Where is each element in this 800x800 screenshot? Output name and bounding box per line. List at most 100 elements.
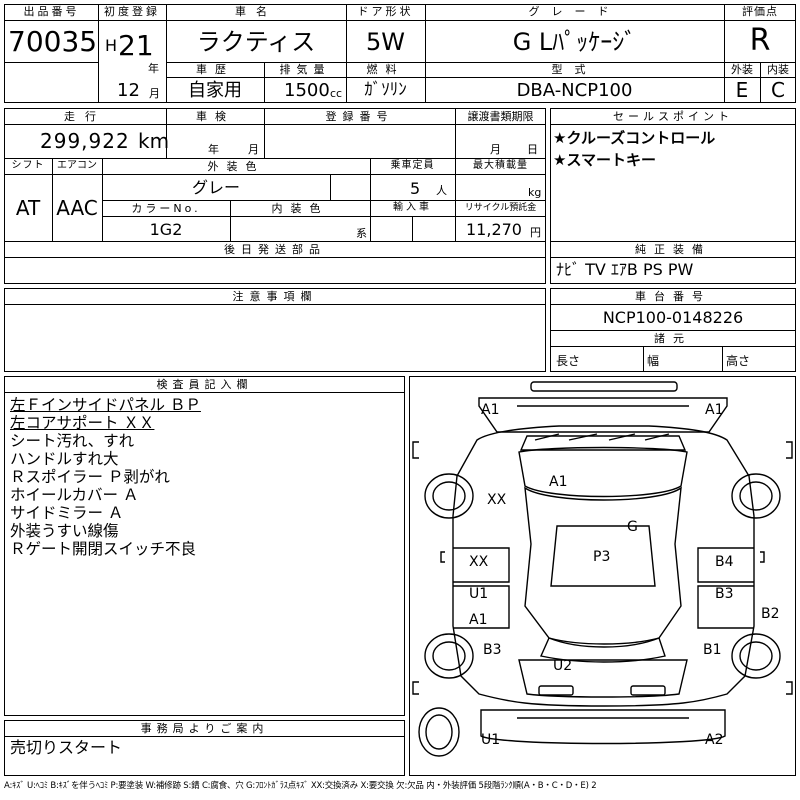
damage-mark: B4: [715, 554, 734, 570]
registration-month: 12: [117, 80, 140, 101]
inspector-note-line: Ｒスポイラー Ｐ剥がれ: [10, 468, 170, 486]
car-diagram: A1 A1 A1 XX G XX P3 B4 U1 B3 A1 B2 B3 B1…: [412, 381, 793, 757]
import-label: 輸入車: [393, 202, 432, 213]
ac-label: エアコン: [57, 160, 97, 171]
year-unit: 年: [148, 62, 159, 75]
specifications-label: 諸元: [654, 332, 692, 345]
month-unit: 月: [149, 87, 160, 100]
inspection-label: 車検: [196, 110, 234, 123]
header-section: [4, 4, 796, 103]
interior-grade: C: [771, 78, 785, 102]
score: R: [749, 23, 771, 58]
damage-mark: U2: [553, 658, 572, 674]
inspector-note-line: 左コアサポート ＸＸ: [10, 414, 155, 432]
registration-number-label: 登録番号: [325, 110, 394, 123]
damage-mark: A1: [549, 474, 567, 490]
damage-mark: A1: [469, 612, 487, 628]
mileage: 299,922: [40, 129, 130, 153]
shift-label: シフト: [11, 160, 45, 171]
sales-point-item: ★スマートキー: [553, 151, 656, 169]
damage-mark: U1: [481, 732, 500, 748]
inspection-month: 月: [248, 143, 259, 156]
color-number: 1G2: [149, 220, 183, 239]
transfer-day: 日: [527, 143, 538, 156]
exterior-grade: E: [735, 78, 749, 102]
recycle-deposit-unit: 円: [530, 226, 541, 239]
grade: G Lﾊﾟｯｹｰｼﾞ: [512, 28, 637, 56]
inspector-note-line: ホイールカバー Ａ: [10, 486, 139, 504]
history-label: 車歴: [196, 63, 234, 76]
damage-mark: XX: [487, 492, 507, 508]
inspector-notes: 左Ｆインサイドパネル ＢＰ 左コアサポート ＸＸ シート汚れ、すれ ハンドルすれ…: [10, 396, 201, 558]
damage-mark: B2: [761, 606, 780, 622]
inspector-note-line: ハンドルすれ大: [10, 450, 119, 468]
mileage-label: 走行: [64, 110, 106, 123]
office-notice-label: 事務局よりご案内: [140, 722, 269, 735]
details-section: [4, 108, 546, 284]
inspector-section: [4, 376, 405, 716]
fuel-label: 燃料: [366, 63, 405, 76]
office-section: [4, 720, 405, 776]
inspector-note-line: サイドミラー Ａ: [10, 504, 124, 522]
sales-points-section: [550, 108, 796, 284]
chassis-number: NCP100-0148226: [602, 308, 744, 327]
max-load-label: 最大積載量: [473, 160, 528, 171]
inspector-note-line: シート汚れ、すれ: [10, 432, 135, 450]
first-registration-label: 初度登録: [104, 5, 160, 18]
inspector-note-line: 外装うすい線傷: [10, 522, 119, 540]
office-notice: 売切りスタート: [10, 738, 123, 757]
exterior-color: グレー: [191, 178, 240, 197]
door-type: 5W: [366, 28, 405, 56]
car-name-label: 車名: [235, 5, 277, 18]
grade-label: グレード: [528, 5, 621, 18]
width-label: 幅: [647, 354, 660, 368]
legend: A:ｷｽﾞ U:ﾍｺﾐ B:ｷｽﾞを伴うﾍｺﾐ P:要塗装 W:補修跡 S:錆 …: [4, 781, 597, 791]
sales-points-label: セールスポイント: [613, 110, 733, 123]
damage-mark: A2: [705, 732, 723, 748]
damage-mark: U1: [469, 586, 488, 602]
shift: AT: [15, 196, 41, 220]
recycle-deposit-label: リサイクル預託金: [464, 203, 537, 213]
registration-year: 21: [118, 29, 154, 62]
damage-mark: XX: [469, 554, 489, 570]
damage-mark: B3: [715, 586, 734, 602]
damage-mark: A1: [481, 402, 499, 418]
era: H: [105, 36, 118, 55]
max-load-unit: kg: [528, 186, 542, 199]
lot-number: 70035: [8, 25, 98, 58]
color-number-label: カラーNo.: [131, 202, 201, 215]
genuine-equipment: ﾅﾋﾞ TV ｴｱB PS PW: [556, 260, 694, 279]
chassis-number-label: 車台番号: [635, 290, 711, 303]
damage-mark: A1: [705, 402, 723, 418]
mileage-unit: km: [138, 129, 170, 153]
damage-mark: B3: [483, 642, 502, 658]
car-diagram-section: [409, 376, 796, 776]
inspector-notes-label: 検査員記入欄: [156, 378, 253, 391]
displacement-unit: cc: [330, 87, 343, 100]
later-parts-label: 後日発送部品: [224, 243, 326, 256]
interior-color-label: 内装色: [271, 202, 329, 215]
height-label: 高さ: [726, 354, 751, 368]
capacity: 5: [410, 179, 421, 198]
exterior-color-label: 外装色: [207, 160, 265, 173]
model-code: DBA-NCP100: [516, 80, 633, 101]
ac: AAC: [56, 196, 98, 220]
notes-section: [4, 288, 546, 372]
capacity-unit: 人: [436, 184, 447, 197]
door-type-label: ドア形状: [357, 5, 414, 18]
history: 自家用: [188, 80, 242, 101]
inspector-note-line: 左Ｆインサイドパネル ＢＰ: [10, 396, 201, 414]
damage-mark: G: [627, 519, 638, 535]
lot-number-label: 出品番号: [23, 5, 80, 18]
transfer-deadline-label: 譲渡書類期限: [467, 110, 534, 123]
model-code-label: 型式: [551, 63, 598, 76]
fuel: ｶﾞｿﾘﾝ: [364, 80, 407, 100]
notes-label: 注意事項欄: [232, 290, 318, 303]
genuine-equipment-label: 純正装備: [635, 243, 711, 256]
damage-mark: P3: [593, 549, 610, 565]
interior-color-unit: 系: [356, 227, 367, 240]
car-name: ラクティス: [196, 28, 316, 56]
interior-grade-label: 内装: [767, 63, 789, 76]
damage-mark: B1: [703, 642, 722, 658]
transfer-month: 月: [490, 143, 501, 156]
